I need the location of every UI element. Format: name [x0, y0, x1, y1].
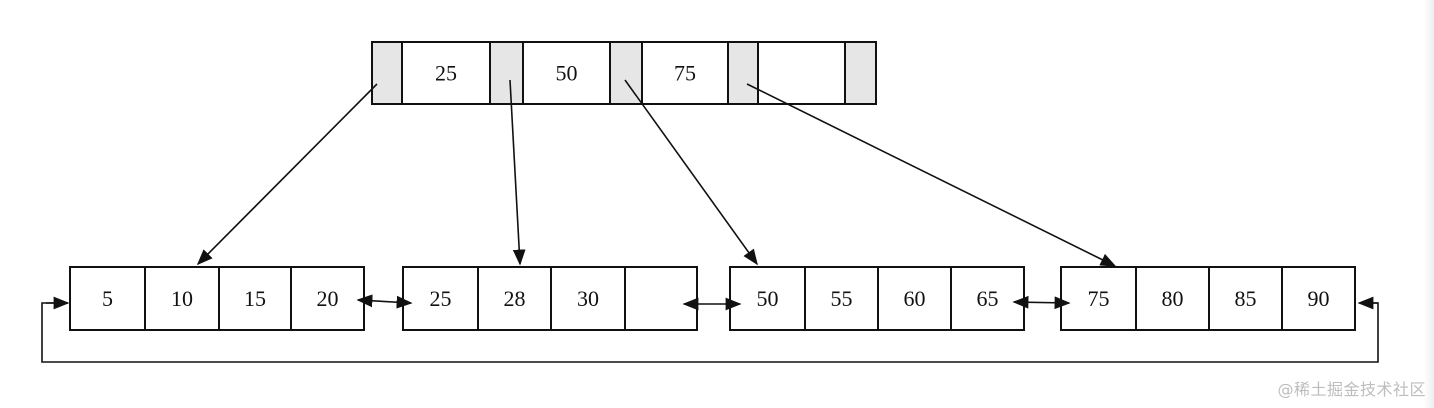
root-key-cell: [757, 41, 846, 105]
page-edge-shadow: [1424, 0, 1434, 408]
child-pointer-arrow: [624, 79, 758, 266]
leaf-key-label: 75: [1088, 286, 1110, 311]
leaf-node: 25 28 30: [402, 266, 698, 331]
root-key-cell: [641, 41, 729, 105]
sibling-link-arrow: [356, 294, 413, 309]
leaf-key-cell: [1281, 266, 1356, 331]
leaf-key-cell: [1208, 266, 1283, 331]
leaf-key-label: 65: [977, 286, 999, 311]
sibling-link-arrow: [1012, 295, 1071, 310]
root-key-cell: [522, 41, 611, 105]
root-key-label: 25: [435, 61, 457, 86]
leaf-key-label: 50: [757, 286, 779, 311]
child-pointer-arrow: [746, 83, 1117, 267]
root-key-label: 50: [556, 61, 578, 86]
leaf-node: 75 80 85 90: [1060, 266, 1356, 331]
root-pointer-cell: [489, 41, 524, 105]
leaf-key-cell: [550, 266, 626, 331]
leaf-key-label: 30: [577, 286, 599, 311]
child-pointer-arrow: [509, 79, 526, 266]
watermark: @稀土掘金技术社区: [1277, 380, 1426, 399]
leaf-key-label: 25: [430, 286, 452, 311]
leaf-node: 5 10 15 20: [69, 266, 365, 331]
leaf-key-label: 90: [1308, 286, 1330, 311]
edge-layer: [41, 79, 1379, 363]
root-key-cell: [401, 41, 491, 105]
leaf-key-label: 55: [831, 286, 853, 311]
leaf-key-label: 60: [904, 286, 926, 311]
leaf-key-label: 5: [102, 286, 113, 311]
leaf-key-label: 15: [244, 286, 266, 311]
leaf-key-cell: [877, 266, 952, 331]
root-pointer-cell: [727, 41, 759, 105]
leaf-key-cell: [218, 266, 292, 331]
leaf-key-cell: [1135, 266, 1210, 331]
root-pointer-cell: [844, 41, 877, 105]
leaf-key-cell: [950, 266, 1025, 331]
leaf-key-label: 20: [317, 286, 339, 311]
root-key-label: 75: [674, 61, 696, 86]
leaf-level: 5 10 15 20 25 28 30 50 55 60 65 75 80 85 90: [69, 266, 1356, 331]
leaf-key-cell: [144, 266, 220, 331]
root-pointer-cell: [609, 41, 643, 105]
root-pointer-cell: [371, 41, 403, 105]
root-node: 25 50 75: [371, 41, 877, 105]
leaf-key-label: 28: [504, 286, 526, 311]
leaf-key-label: 10: [171, 286, 193, 311]
leaf-key-cell: [290, 266, 365, 331]
leaf-key-cell: [624, 266, 698, 331]
leaf-key-cell: [477, 266, 552, 331]
child-pointer-arrow: [196, 83, 378, 266]
leaf-key-label: 85: [1235, 286, 1257, 311]
leaf-key-label: 80: [1162, 286, 1184, 311]
leaf-key-cell: [804, 266, 879, 331]
leaf-node: 50 55 60 65: [729, 266, 1025, 331]
